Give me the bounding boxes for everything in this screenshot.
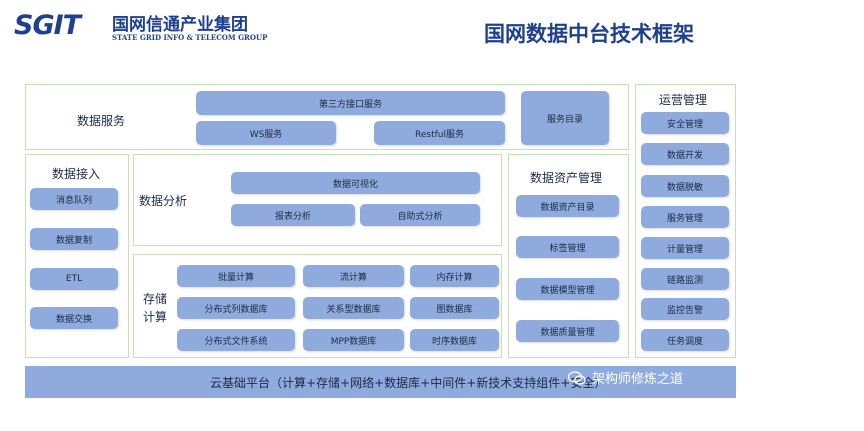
task-scheduling-box: 任务调度 — [641, 329, 729, 351]
third-party-api-service-box: 第三方接口服务 — [196, 91, 505, 115]
mpp-db-box: MPP数据库 — [303, 329, 404, 351]
data-access-label: 数据接入 — [52, 167, 101, 181]
memory-compute-box: 内存计算 — [410, 265, 499, 287]
stream-compute-box: 流计算 — [303, 265, 404, 287]
batch-compute-box: 批量计算 — [177, 265, 295, 287]
company-name-en: STATE GRID INFO & TELECOM GROUP — [112, 33, 268, 42]
sgit-logo: SGIT — [14, 10, 81, 41]
data-visualization-box: 数据可视化 — [231, 172, 480, 194]
self-service-analysis-box: 自助式分析 — [360, 204, 480, 226]
data-asset-mgmt-label: 数据资产管理 — [530, 171, 603, 185]
data-service-label: 数据服务 — [77, 114, 126, 128]
storage-compute-label-2: 计算 — [143, 310, 168, 324]
data-exchange-box: 数据交换 — [30, 307, 118, 329]
watermark: 架构师修炼之道 — [567, 366, 684, 388]
ws-service-box: WS服务 — [196, 121, 336, 145]
data-model-mgmt-box: 数据模型管理 — [516, 278, 619, 300]
restful-service-box: Restful服务 — [374, 121, 505, 145]
graph-db-box: 图数据库 — [410, 297, 499, 319]
distributed-column-db-box: 分布式列数据库 — [177, 297, 295, 319]
data-analysis-label: 数据分析 — [139, 194, 188, 208]
data-replication-box: 数据复制 — [30, 228, 118, 250]
distributed-file-system-box: 分布式文件系统 — [177, 329, 295, 351]
report-analysis-box: 报表分析 — [231, 204, 355, 226]
data-analysis-panel — [133, 154, 502, 246]
relational-db-box: 关系型数据库 — [303, 297, 404, 319]
timeseries-db-box: 时序数据库 — [410, 329, 499, 351]
page-title: 国网数据中台技术框架 — [484, 22, 694, 46]
company-name-cn: 国网信通产业集团 — [112, 15, 248, 35]
service-mgmt-box: 服务管理 — [641, 206, 729, 228]
cloud-platform-bar: 云基础平台（计算+存储+网络+数据库+中间件+新技术支持组件+安全） — [25, 366, 736, 398]
storage-compute-label-1: 存储 — [143, 292, 168, 306]
wechat-icon — [567, 370, 586, 385]
etl-box: ETL — [30, 268, 118, 290]
data-masking-box: 数据脱敏 — [641, 175, 729, 197]
monitoring-alert-box: 监控告警 — [641, 298, 729, 320]
message-queue-box: 消息队列 — [30, 188, 118, 210]
security-mgmt-box: 安全管理 — [641, 112, 729, 134]
ops-mgmt-label: 运营管理 — [659, 93, 708, 107]
data-development-box: 数据开发 — [641, 143, 729, 165]
data-asset-catalog-box: 数据资产目录 — [516, 195, 619, 217]
watermark-text: 架构师修炼之道 — [592, 371, 684, 387]
metering-mgmt-box: 计量管理 — [641, 237, 729, 259]
cloud-platform-label: 云基础平台（计算+存储+网络+数据库+中间件+新技术支持组件+安全） — [210, 375, 607, 390]
tag-mgmt-box: 标签管理 — [516, 236, 619, 258]
service-catalog-box: 服务目录 — [521, 91, 609, 145]
data-quality-mgmt-box: 数据质量管理 — [516, 320, 619, 342]
link-monitoring-box: 链路监测 — [641, 268, 729, 290]
